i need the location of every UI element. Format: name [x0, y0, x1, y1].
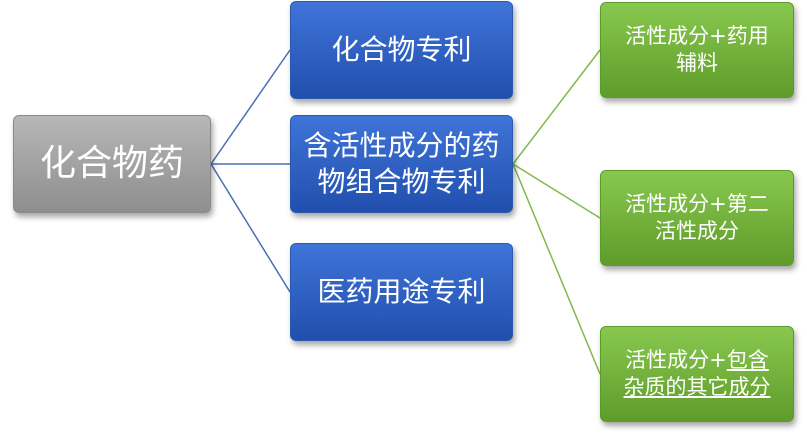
leaf-node-active-second-active: 活性成分+第二 活性成分 [600, 170, 794, 266]
branch-node-compound-patent: 化合物专利 [290, 1, 513, 99]
connector-composition-excipient [512, 49, 601, 165]
leaf-node-label-line1: 活性成分+药用 [625, 24, 769, 49]
connector-root-compound [210, 49, 291, 165]
branch-node-label-group: 含活性成分的药 物组合物专利 [303, 128, 499, 200]
branch-node-medical-use-patent: 医药用途专利 [290, 243, 513, 341]
leaf-node-label-group: 活性成分+第二 活性成分 [625, 191, 769, 245]
leaf-node-label-line1: 活性成分+包含 [624, 347, 771, 374]
branch-node-label: 医药用途专利 [317, 275, 486, 309]
branch-node-label-line2: 物组合物专利 [317, 165, 486, 198]
leaf-node-label-line1: 活性成分+第二 [625, 192, 769, 217]
branch-node-label-line1: 含活性成分的药 [303, 129, 500, 163]
leaf-node-label-line1-underlined: 包含 [726, 348, 769, 373]
leaf-node-label-group: 活性成分+包含 杂质的其它成分 [624, 347, 771, 401]
branch-node-composition-patent: 含活性成分的药 物组合物专利 [290, 115, 513, 213]
root-node-compound-drug: 化合物药 [13, 115, 211, 213]
connector-root-use [210, 163, 291, 293]
leaf-node-label-line1-plain: 活性成分+ [625, 348, 727, 373]
leaf-node-label-line2-underlined: 杂质的其它成分 [623, 375, 771, 399]
leaf-node-label-line2: 活性成分 [654, 219, 739, 243]
leaf-node-active-impurity: 活性成分+包含 杂质的其它成分 [600, 326, 794, 422]
root-node-label: 化合物药 [39, 142, 184, 184]
leaf-node-label-group: 活性成分+药用 辅料 [625, 23, 769, 77]
connector-composition-impurity [512, 163, 601, 375]
branch-node-label: 化合物专利 [331, 33, 472, 67]
leaf-node-active-excipient: 活性成分+药用 辅料 [600, 2, 794, 98]
leaf-node-label-line2: 辅料 [675, 51, 718, 75]
connector-composition-second-ingredient [512, 163, 601, 219]
